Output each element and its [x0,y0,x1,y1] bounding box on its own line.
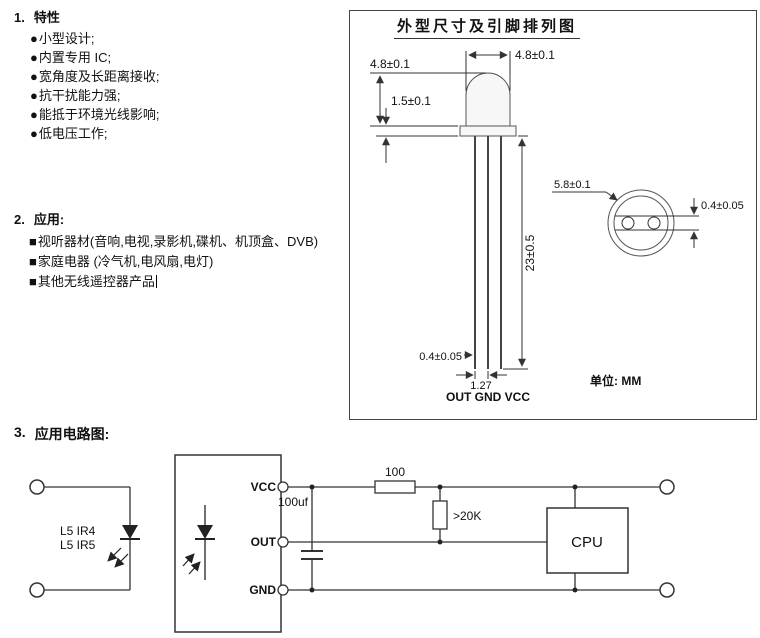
circuit-title: 应用电路图: [34,426,110,442]
feature-text: 低电压工作; [38,126,108,141]
pin-label-out: OUT [251,535,277,549]
bullet-icon: ● [30,31,38,46]
pullup-resistor-symbol [432,487,448,542]
dim-lead-thickness: 0.4±0.05 [701,200,744,212]
led-dome [465,72,511,127]
application-circuit-diagram: L5 IR4 L5 IR5 VCC OUT GND [29,454,675,633]
outline-dimension-panel: 外型尺寸及引脚排列图 [349,10,757,420]
feature-item: ●宽角度及长距离接收; [14,67,344,86]
application-text: 视听器材(音响,电视,录影机,碟机、机顶盒、DVB) [37,234,319,249]
pin-circle [277,481,289,493]
bullet-icon: ● [30,88,38,103]
receiver-pins [277,481,289,596]
ir-led-label: L5 IR5 [60,538,96,552]
top-view-lead-hole [621,216,635,230]
series-resistor-label: 100 [385,465,405,479]
unit-note: 单位: MM [590,373,641,388]
terminal [29,582,45,598]
pin-circle [277,536,289,548]
application-item: ■视听器材(音响,电视,录影机,碟机、机顶盒、DVB) [14,232,354,252]
ir-led-label: L5 IR4 [60,524,96,538]
dim-body-height: 4.8±0.1 [370,57,410,71]
cpu-label: CPU [571,534,603,551]
led-top-view [607,189,675,257]
pullup-resistor-label: >20K [453,509,481,523]
applications-section: 2. 应用: ■视听器材(音响,电视,录影机,碟机、机顶盒、DVB) ■家庭电器… [14,210,354,292]
capacitor-symbol [301,487,323,590]
outline-dimension-diagram: 4.8±0.1 4.8±0.1 1.5±0.1 23±0.5 0.4±0.05 … [370,48,744,404]
feature-item: ●能抵于环境光线影响; [14,105,344,124]
feature-item: ●抗干扰能力强; [14,86,344,105]
dim-flange-height: 1.5±0.1 [391,94,431,108]
top-view-inner-circle [613,195,669,251]
top-view-dimension-lines [552,191,699,248]
applications-title: 应用: [33,212,65,227]
junction-dots [309,484,578,593]
bullet-icon: ● [30,107,38,122]
led-leads [474,136,502,369]
pin-order-label: OUT GND VCC [446,390,530,404]
feature-text: 小型设计; [38,31,95,46]
dim-lead-length: 23±0.5 [523,234,537,271]
feature-text: 抗干扰能力强; [38,88,121,103]
application-text: 家庭电器 (冷气机,电风扇,电灯) [37,254,214,269]
bullet-icon: ● [30,50,38,65]
dim-outer-diameter: 5.8±0.1 [554,179,591,191]
features-section: 1. 特性 ●小型设计; ●内置专用 IC; ●宽角度及长距离接收; ●抗干扰能… [14,8,344,143]
features-heading: 1. 特性 [14,8,344,27]
dim-dome-width: 4.8±0.1 [515,48,555,62]
bullet-icon: ● [30,126,38,141]
square-bullet-icon: ■ [29,274,37,289]
pin-label-gnd: GND [249,583,276,597]
terminal [29,479,45,495]
feature-text: 宽角度及长距离接收; [38,69,160,84]
terminal [659,582,675,598]
dimension-lines [370,51,528,379]
led-flange [459,125,517,137]
circuit-heading: 3. 应用电路图: [14,424,109,444]
square-bullet-icon: ■ [29,234,37,249]
pin-circle [277,584,289,596]
feature-text: 内置专用 IC; [38,50,112,65]
applications-number: 2. [14,212,25,227]
pin-label-vcc: VCC [251,480,277,494]
capacitor-label: 100uf [278,495,309,509]
features-number: 1. [14,10,25,25]
applications-heading: 2. 应用: [14,210,354,230]
application-text: 其他无线遥控器产品 [37,274,155,289]
ir-led-symbol [107,525,140,568]
feature-item: ●小型设计; [14,29,344,48]
feature-text: 能抵于环境光线影响; [38,107,160,122]
feature-item: ●低电压工作; [14,124,344,143]
emitter-wiring [44,486,131,591]
application-item: ■家庭电器 (冷气机,电风扇,电灯) [14,252,354,272]
dim-lead-pitch: 1.27 [470,380,491,392]
dim-lead-width: 0.4±0.05 [419,351,462,363]
top-view-lead-hole [647,216,661,230]
terminal [659,479,675,495]
features-title: 特性 [33,10,60,25]
outline-panel-title: 外型尺寸及引脚排列图 [394,15,581,39]
circuit-number: 3. [14,424,26,440]
top-view-outer-circle [607,189,675,257]
circuit-rails [288,486,660,591]
cpu-box [546,507,629,574]
photodiode-symbol [182,505,215,580]
text-caret [155,275,157,288]
application-item: ■其他无线遥控器产品 [14,272,354,292]
bullet-icon: ● [30,69,38,84]
feature-item: ●内置专用 IC; [14,48,344,67]
led-front-view [459,72,517,137]
series-resistor-symbol [374,480,416,494]
square-bullet-icon: ■ [29,254,37,269]
